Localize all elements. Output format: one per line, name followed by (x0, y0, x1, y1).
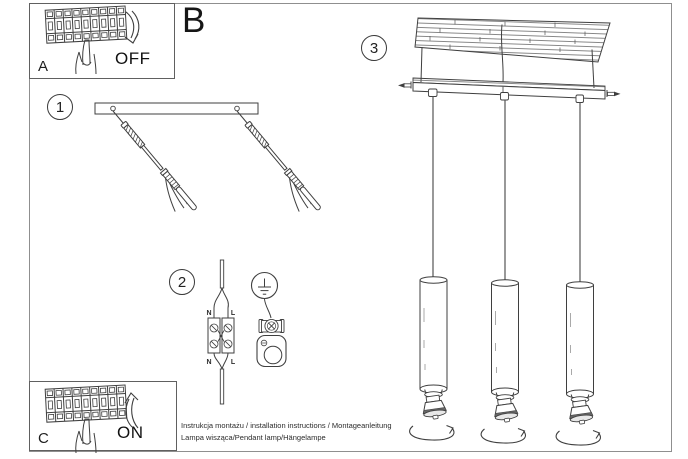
screw-anchor-drawing (99, 108, 199, 221)
on-label: ON (117, 423, 144, 442)
side-bolt-icon (398, 81, 412, 89)
arrow-up-icon (124, 392, 139, 429)
screw-anchor-drawing (223, 108, 323, 221)
terminal-l-top: L (231, 310, 236, 317)
footer-line-1: Instrukcja montażu / installation instru… (181, 421, 392, 430)
assembled-lamp-drawing (398, 17, 621, 446)
step-2-badge: 2 (169, 269, 195, 295)
step-a-box: OFF A (29, 3, 175, 79)
terminal-l-bottom: L (231, 359, 236, 366)
step-3-badge: 3 (361, 35, 387, 61)
terminal-n-top: N (206, 310, 211, 317)
letter-b-label: B (182, 1, 206, 40)
suspension-cables (432, 96, 581, 285)
page-border (29, 3, 672, 452)
step-2-number: 2 (177, 273, 187, 291)
canopy-rail-drawing (398, 24, 621, 103)
side-bolt-icon (606, 90, 621, 97)
footer-line-2: Lampa wisząca/Pendant lamp/Hängelampe (181, 433, 326, 442)
footer-text: Instrukcja montażu / installation instru… (181, 420, 431, 444)
ceiling-drawing (414, 17, 611, 63)
box-a-label: A (38, 58, 49, 75)
arrow-down-icon (124, 10, 140, 44)
box-c-label: C (38, 430, 49, 447)
off-label: OFF (115, 49, 151, 68)
terminal-n-bottom: N (206, 359, 211, 366)
terminal-block: N L N L (206, 310, 235, 366)
step-c-box: ON C (29, 381, 177, 454)
mounting-bar-drawing (94, 102, 323, 221)
wiring-diagram-drawing: N L N L (206, 259, 287, 405)
strain-relief-drawing (256, 318, 287, 368)
step-3-number: 3 (369, 39, 379, 57)
step-1-number: 1 (55, 98, 65, 116)
step-1-badge: 1 (47, 94, 73, 120)
